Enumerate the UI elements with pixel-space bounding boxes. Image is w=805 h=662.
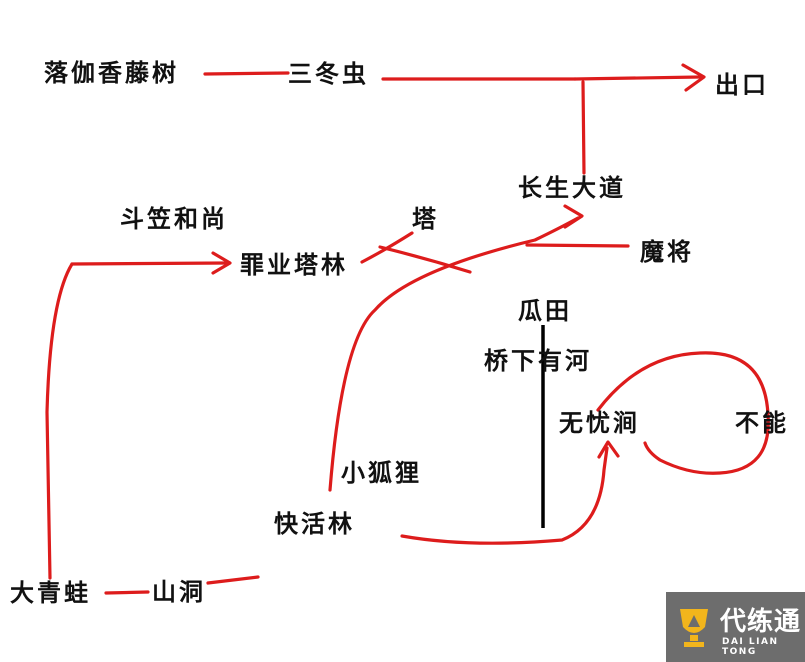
node-shandong: 山洞 [152,578,206,606]
node-sandong: 三冬虫 [288,60,369,88]
watermark-name: 代练通 [720,607,802,637]
edge-daqingwa-shandong [104,590,150,595]
trophy-logo-icon [680,609,708,647]
node-tower: 塔 [412,205,439,233]
node-exit: 出口 [715,71,769,99]
node-daqingwa: 大青蛙 [10,579,91,607]
edge-kuaihuo-wuyou [400,446,609,545]
arrowhead-wuyou [597,440,620,459]
node-mojiang: 魔将 [640,238,694,266]
node-guatian: 瓜田 [518,297,572,325]
node-qiaoxia: 桥下有河 [484,347,592,375]
edge-mojiang [525,243,630,248]
watermark-badge: 代练通 DAI LIAN TONG [666,592,805,662]
node-buneng: 不能 [735,409,789,437]
edge-wuyou-loop [596,351,770,475]
node-wuyou: 无忧涧 [559,409,640,437]
edge-daqingwa-up [45,262,74,580]
node-xiaohuli: 小狐狸 [341,459,422,487]
edge-zuiye-cross [378,245,472,274]
edge-changsheng-up [581,80,586,175]
edge-to-exit [573,75,702,81]
edge-kuaihuo-changsheng [328,216,580,492]
node-luoqie: 落伽香藤树 [44,59,179,87]
edge-shandong-out [206,575,260,585]
edge-to-zuiye [70,261,230,266]
node-changsheng: 长生大道 [518,174,626,202]
watermark-subtitle: DAI LIAN TONG [722,637,779,657]
arrowhead-exit [681,63,706,92]
node-zuiye: 罪业塔林 [240,251,348,279]
edge-luoqie-sandong [203,71,290,76]
arrowhead-zuiye [211,251,232,275]
arrowhead-changsheng [563,204,584,229]
node-kuaihuo: 快活林 [274,510,355,538]
node-doulin: 斗笠和尚 [120,205,228,233]
